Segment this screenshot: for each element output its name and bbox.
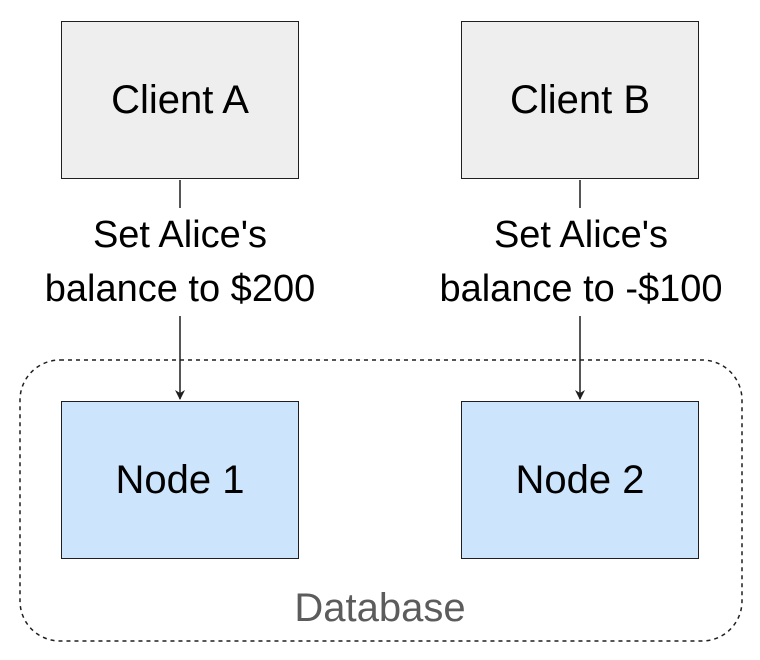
database-boundary (19, 359, 743, 642)
client-a-box: Client A (61, 21, 299, 179)
edge-label-client-b-line-2: balance to -$100 (439, 268, 723, 310)
node-2-box: Node 2 (461, 401, 699, 559)
database-label: Database (294, 586, 466, 630)
client-a-label: Client A (111, 77, 249, 122)
node-1-box: Node 1 (61, 401, 299, 559)
node-1-label: Node 1 (115, 457, 245, 502)
client-b-label: Client B (509, 77, 651, 122)
node-2-label: Node 2 (515, 457, 645, 502)
edge-label-client-a: Set Alice's balance to $200 (0, 208, 370, 316)
edge-label-client-a-line-1: Set Alice's (92, 214, 268, 256)
edge-label-client-b-line-1: Set Alice's (493, 214, 669, 256)
client-b-box: Client B (461, 21, 699, 179)
edge-label-client-b: Set Alice's balance to -$100 (391, 208, 760, 316)
edge-label-client-a-line-2: balance to $200 (44, 268, 316, 310)
